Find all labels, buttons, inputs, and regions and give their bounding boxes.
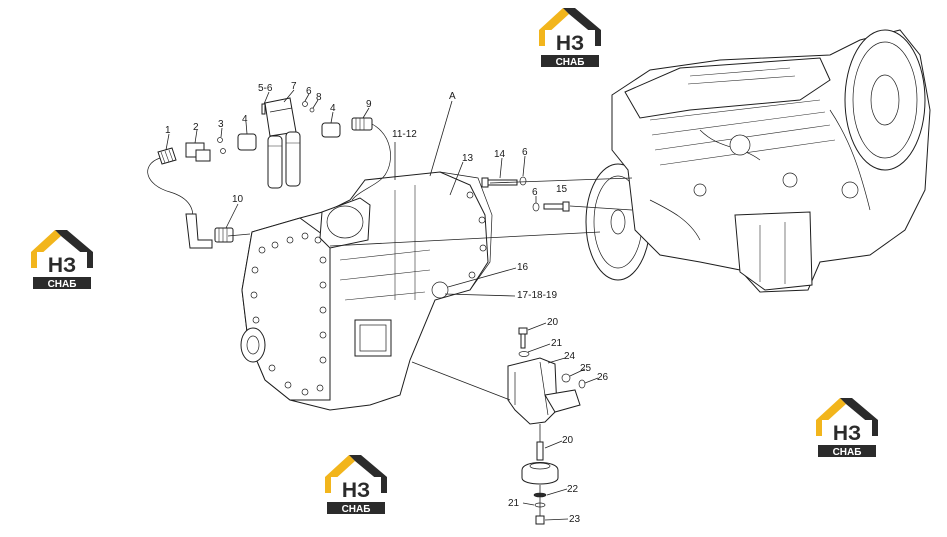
callout-20-lower: 20 — [562, 435, 574, 446]
callout-6-filter: 6 — [306, 86, 312, 97]
assembly-lines — [227, 142, 633, 516]
callout-6-bolt-upper: 6 — [522, 147, 528, 158]
callout-6-bolt-lower: 6 — [532, 187, 538, 198]
logo-word-left: СНАБ — [48, 279, 77, 290]
callout-1: 1 — [165, 125, 171, 136]
logo-word-bottom: СНАБ — [342, 504, 371, 515]
callout-15: 15 — [556, 184, 568, 195]
callout-7: 7 — [291, 81, 297, 92]
front-cover-bolts — [250, 232, 327, 396]
logo-watermark-bottom: НЗ СНАБ — [325, 455, 387, 515]
logo-mark-top: НЗ — [556, 32, 584, 55]
callout-4-right: 4 — [330, 103, 336, 114]
callout-22: 22 — [567, 484, 579, 495]
callout-4-left: 4 — [242, 114, 248, 125]
logo-watermark-top: НЗ СНАБ — [539, 8, 601, 68]
callout-5-6: 5-6 — [258, 83, 273, 94]
callout-26: 26 — [597, 372, 609, 383]
callout-25: 25 — [580, 363, 592, 374]
callout-21-lower: 21 — [508, 498, 520, 509]
callout-11-12: 11-12 — [392, 129, 417, 140]
engine-assembly — [585, 29, 931, 293]
logo-watermark-left: НЗ СНАБ — [31, 230, 93, 290]
callout-10: 10 — [232, 194, 244, 205]
callout-24: 24 — [564, 351, 576, 362]
callout-14: 14 — [494, 149, 506, 160]
mount-bracket — [507, 327, 586, 525]
callout-16: 16 — [517, 262, 529, 273]
logo-mark-left: НЗ — [48, 254, 76, 277]
callout-13: 13 — [462, 153, 474, 164]
logo-mark-bottom: НЗ — [342, 479, 370, 502]
callout-2: 2 — [193, 122, 199, 133]
logo-mark-right: НЗ — [833, 422, 861, 445]
callout-9: 9 — [366, 99, 372, 110]
callout-23: 23 — [569, 514, 581, 525]
leader-lines — [165, 89, 599, 521]
callout-3: 3 — [218, 119, 224, 130]
filter-group — [147, 97, 391, 249]
transmission-assembly — [240, 171, 493, 411]
callout-21-upper: 21 — [551, 338, 563, 349]
callout-labels: 1 2 3 4 5-6 7 6 8 4 9 A 11-12 13 14 6 6 … — [165, 81, 609, 525]
callout-20-upper: 20 — [547, 317, 559, 328]
logo-word-right: СНАБ — [833, 447, 862, 458]
callout-17-18-19: 17-18-19 — [517, 290, 557, 301]
callout-A: A — [449, 91, 456, 102]
logo-word-top: СНАБ — [556, 57, 585, 68]
logo-watermark-right: НЗ СНАБ — [816, 398, 878, 458]
callout-8: 8 — [316, 92, 322, 103]
